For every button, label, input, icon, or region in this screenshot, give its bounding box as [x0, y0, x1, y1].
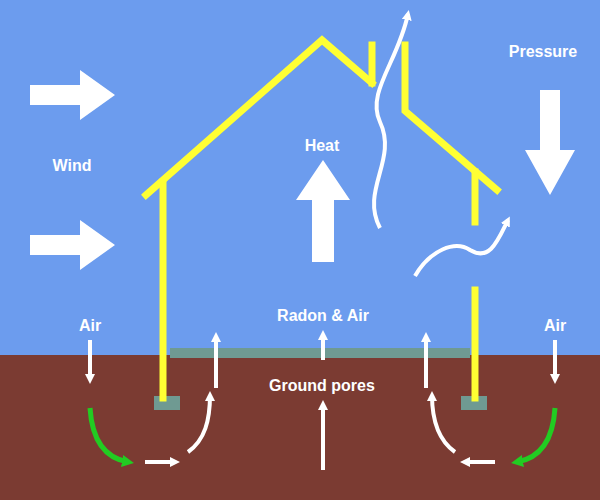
block-arrows: [30, 70, 575, 270]
diagram-label: Ground pores: [269, 377, 375, 395]
sky: [0, 0, 600, 355]
diagram-label: Air: [544, 317, 566, 335]
diagram-label: Heat: [305, 137, 340, 155]
footing: [154, 396, 180, 410]
air-flow-arrows: [90, 14, 555, 470]
diagram-label: Air: [79, 317, 101, 335]
diagram-label: Wind: [53, 157, 92, 175]
soil-air-arrows: [90, 408, 555, 462]
house-outline: [146, 40, 497, 398]
diagram-label: Radon & Air: [277, 307, 369, 325]
diagram-label: Pressure: [509, 43, 578, 61]
